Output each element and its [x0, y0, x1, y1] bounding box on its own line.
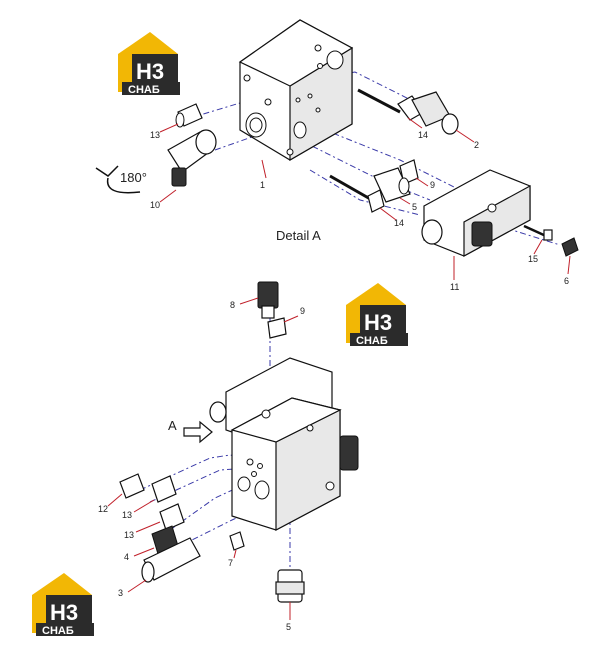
svg-text:2: 2 — [474, 140, 479, 150]
screw-15 — [523, 224, 553, 241]
view-arrow-a: A — [168, 418, 213, 444]
fitting-5-top — [373, 167, 411, 203]
svg-text:H3: H3 — [364, 310, 392, 335]
svg-text:15: 15 — [528, 254, 538, 264]
cap-6 — [561, 237, 579, 257]
callouts-bottom: 8 9 12 13 13 4 3 7 5 — [98, 297, 305, 632]
svg-text:13: 13 — [150, 130, 160, 140]
fitting-12 — [119, 473, 145, 499]
cartridge-valve-2 — [411, 91, 459, 135]
bolt-14-lower — [329, 174, 385, 213]
fitting-5-bottom — [275, 569, 305, 603]
valve-assembly — [209, 357, 359, 531]
svg-text:6: 6 — [564, 276, 569, 286]
svg-text:H3: H3 — [136, 59, 164, 84]
svg-text:9: 9 — [300, 306, 305, 316]
svg-text:H3: H3 — [50, 600, 78, 625]
valve-block-1 — [238, 19, 354, 162]
svg-text:8: 8 — [230, 300, 235, 310]
fitting-13-a — [151, 475, 177, 503]
svg-text:7: 7 — [228, 558, 233, 568]
svg-text:12: 12 — [98, 504, 108, 514]
svg-text:14: 14 — [394, 218, 404, 228]
callouts-top: 1 2 5 9 10 11 13 14 14 15 6 — [150, 117, 571, 292]
brand-logo-middle-right: H3 CHAБ — [346, 283, 408, 347]
valve-3 — [141, 537, 201, 583]
svg-text:180°: 180° — [120, 170, 147, 185]
sensor-10 — [167, 129, 217, 187]
svg-text:CHAБ: CHAБ — [42, 625, 74, 637]
detail-a-caption: Detail A — [276, 228, 321, 243]
fitting-13-b — [159, 503, 185, 531]
svg-text:5: 5 — [412, 202, 417, 212]
svg-text:A: A — [168, 418, 177, 433]
svg-text:9: 9 — [430, 180, 435, 190]
svg-text:1: 1 — [260, 180, 265, 190]
brand-logo-bottom-left: H3 CHAБ — [32, 573, 94, 637]
fitting-13-top — [175, 103, 203, 128]
svg-text:4: 4 — [124, 552, 129, 562]
svg-text:13: 13 — [124, 530, 134, 540]
pilot-block-11 — [421, 169, 531, 258]
plug-7 — [229, 531, 245, 551]
brand-logo-top-left: H3 CHAБ — [118, 32, 180, 96]
plug-9-bottom — [267, 317, 287, 339]
connector-8 — [257, 281, 279, 319]
svg-text:CHAБ: CHAБ — [356, 335, 388, 347]
svg-text:CHAБ: CHAБ — [128, 84, 160, 96]
svg-text:11: 11 — [450, 282, 459, 292]
svg-text:10: 10 — [150, 200, 160, 210]
svg-text:13: 13 — [122, 510, 132, 520]
svg-text:3: 3 — [118, 588, 123, 598]
rotation-arrow: 180° — [95, 165, 147, 194]
svg-text:5: 5 — [286, 622, 291, 632]
svg-text:14: 14 — [418, 130, 428, 140]
